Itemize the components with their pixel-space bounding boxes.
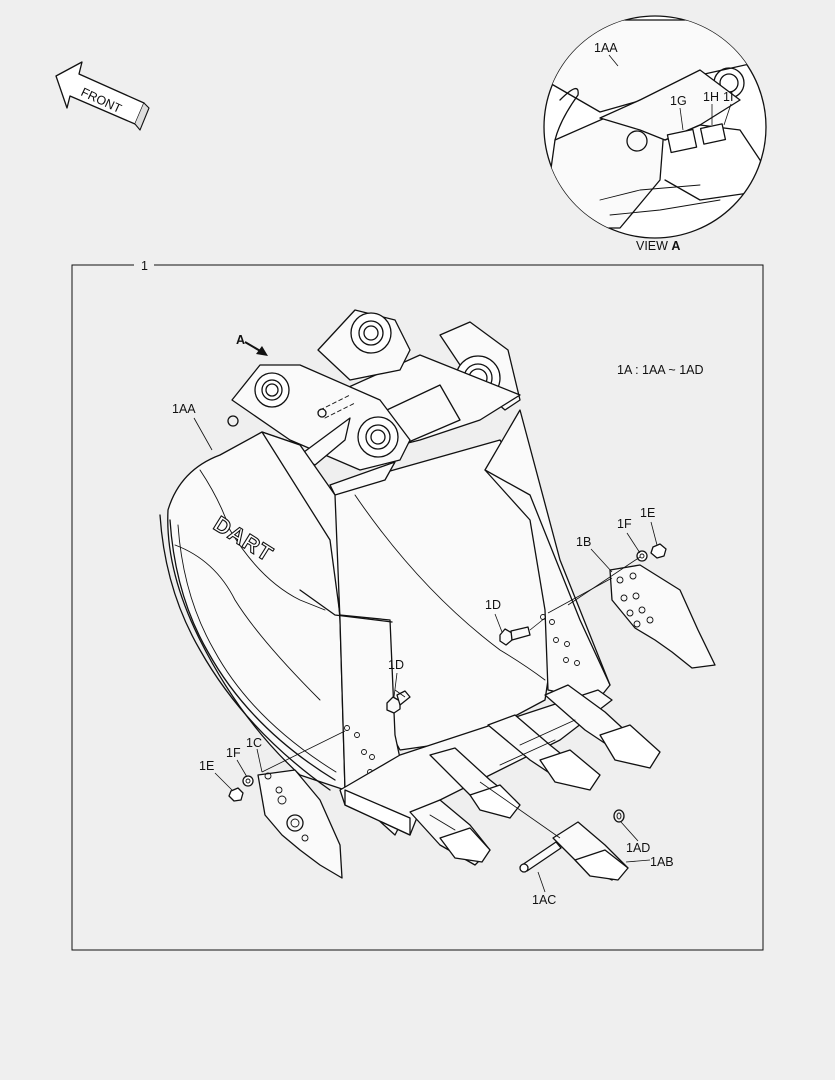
- tooth-1: [409, 799, 491, 866]
- view-a-caption: VIEW A: [636, 239, 680, 253]
- view-a-label-1g: 1G: [670, 94, 687, 108]
- exploded-tooth: [479, 781, 629, 881]
- assembly-note: 1A : 1AA ~ 1AD: [617, 363, 704, 377]
- view-a-marker: A: [236, 333, 268, 356]
- view-a-marker-letter: A: [236, 333, 245, 347]
- label-1d-lower: 1D: [388, 658, 404, 672]
- label-1b: 1B: [576, 535, 591, 549]
- label-1ac: 1AC: [532, 893, 556, 907]
- label-1d-upper: 1D: [485, 598, 501, 612]
- tooth-2: [429, 747, 521, 819]
- label-1f-right: 1F: [617, 517, 632, 531]
- view-a-detail: 1AA 1G 1H 1I VIEW A: [543, 15, 767, 253]
- label-1ab: 1AB: [650, 855, 674, 869]
- label-1c: 1C: [246, 736, 262, 750]
- label-1e-right: 1E: [640, 506, 655, 520]
- assembly-frame: 1 1A : 1AA ~ 1AD: [71, 259, 764, 951]
- assembly-number: 1: [141, 259, 148, 273]
- tooth-3: [487, 714, 601, 791]
- bolt-upper: [499, 617, 546, 646]
- tooth-4: [544, 684, 661, 769]
- label-1e-left: 1E: [199, 759, 214, 773]
- bolt-lower: [386, 689, 411, 714]
- front-direction-arrow: FRONT: [55, 61, 150, 131]
- label-1f-left: 1F: [226, 746, 241, 760]
- label-1aa: 1AA: [172, 402, 196, 416]
- view-a-label-1h: 1H: [703, 90, 719, 104]
- bucket-assembly: DART: [159, 309, 716, 881]
- view-a-label-1i: 1I: [723, 90, 733, 104]
- callouts: 1AA 1B 1F 1E 1D 1D 1C 1F 1E 1AD 1AB 1AC: [172, 402, 674, 907]
- side-cutter-right: [547, 543, 716, 669]
- label-1ad: 1AD: [626, 841, 650, 855]
- view-a-caption-letter: A: [671, 239, 680, 253]
- view-a-label-1aa: 1AA: [594, 41, 618, 55]
- side-cutter-left: [228, 730, 346, 879]
- view-a-caption-prefix: VIEW: [636, 239, 671, 253]
